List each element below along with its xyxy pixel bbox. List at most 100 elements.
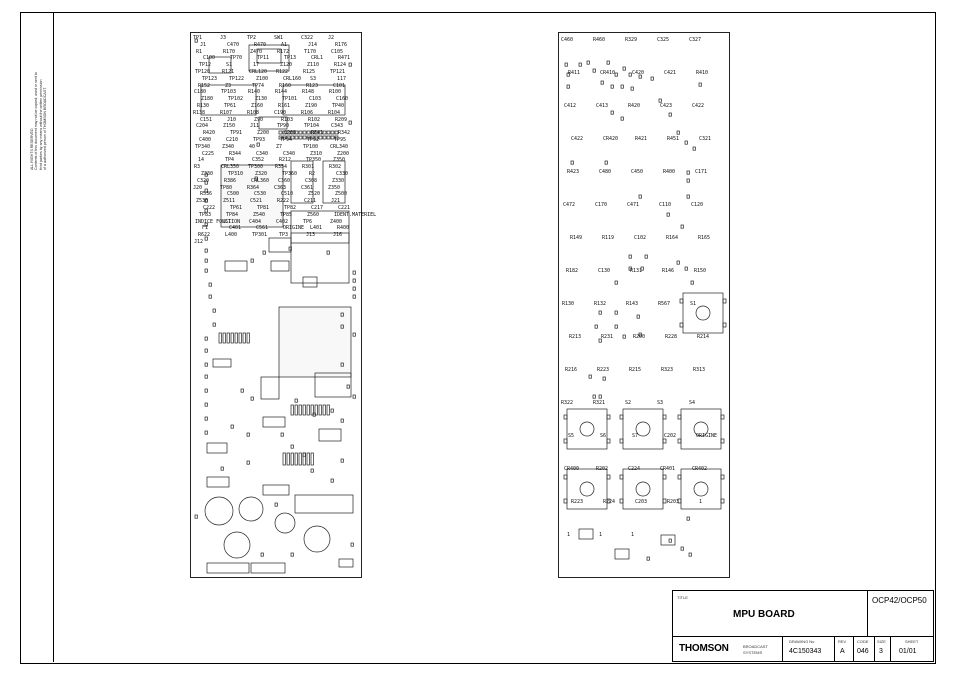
component-pad [204, 236, 208, 241]
component-pad [246, 460, 250, 465]
component-pad [204, 198, 208, 203]
component-pad [204, 258, 208, 263]
connector-j12 [338, 558, 354, 568]
component-designator: C471 [627, 202, 640, 208]
component-pad [638, 332, 642, 337]
ic-z500 [206, 442, 228, 454]
component-designator: TP13 [284, 55, 297, 62]
component-designator: R322 [561, 400, 574, 406]
component-pad [250, 258, 254, 263]
pushbutton-s4-tab [677, 438, 682, 444]
connector-j16 [250, 562, 286, 574]
component-designator: C450 [631, 169, 644, 175]
component-designator: R622 [198, 232, 211, 239]
component-designator: J16 [333, 232, 343, 239]
component-designator: J20 [193, 184, 203, 191]
component-pad [600, 80, 604, 85]
resistor-array-element [298, 452, 302, 466]
component-designator: C190 [274, 109, 287, 116]
rev-value: A [840, 648, 845, 655]
connector-j14 [258, 116, 288, 130]
component-designator: TP123 [202, 75, 218, 82]
header-pin [278, 130, 283, 135]
component-designator: C400 [199, 137, 212, 143]
component-designator: R131 [630, 268, 643, 274]
pushbutton-s7-knob [693, 481, 709, 497]
component-pad [204, 268, 208, 273]
component-pad [340, 324, 344, 329]
component-designator: R301 [302, 164, 315, 171]
ic-z530 [262, 416, 286, 428]
component-designator: TP100 [303, 143, 319, 150]
component-designator: TP74 [252, 82, 265, 89]
component-designator: C521 [250, 198, 263, 205]
pushbutton-s3-tab [662, 438, 667, 444]
component-pad [564, 62, 568, 67]
header-pin [306, 130, 311, 135]
component-designator: Z520 [308, 191, 321, 198]
component-designator: R121 [222, 69, 235, 75]
component-designator: T170 [304, 48, 317, 55]
component-designator: J1 [200, 41, 207, 48]
component-pad [312, 412, 316, 417]
size-value: 3 [879, 648, 883, 655]
component-pad [566, 72, 570, 77]
component-designator: Z340 [222, 143, 235, 150]
component-designator: C422 [571, 136, 584, 142]
component-designator: R420 [628, 103, 641, 109]
component-designator: R222 [277, 198, 290, 205]
component-designator: C360 [278, 177, 291, 184]
resistor-array-element [222, 332, 226, 344]
component-designator: CRL350 [221, 164, 240, 171]
component-pad [204, 336, 208, 341]
component-designator: TP102 [228, 96, 244, 103]
resistor-array-element [242, 332, 246, 344]
component-designator: R161 [278, 103, 291, 109]
component-pad [622, 66, 626, 71]
component-designator: J13 [306, 232, 316, 239]
component-designator: 40 [249, 143, 256, 150]
component-pad [650, 76, 654, 81]
component-pad [260, 552, 264, 557]
component-pad [194, 38, 198, 43]
pushbutton-s3-tab [619, 438, 624, 444]
component-designator: R146 [662, 268, 675, 274]
component-pad [204, 348, 208, 353]
transistor-cr401 [614, 548, 630, 560]
header-pin [278, 135, 283, 140]
component-designator: R138 [193, 109, 206, 116]
component-designator: R3 [194, 164, 201, 171]
component-designator: R410 [696, 70, 709, 76]
component-pad [610, 84, 614, 89]
component-designator: C110 [659, 202, 672, 208]
component-designator: Z160 [251, 103, 264, 109]
component-pad [220, 466, 224, 471]
inductor-l400 [303, 525, 331, 553]
header-pin [282, 130, 287, 135]
component-designator: TP93 [253, 137, 266, 143]
component-pad [326, 250, 330, 255]
component-designator: R148 [302, 89, 315, 96]
pushbutton-s1-tab [722, 298, 727, 304]
component-designator: C160 [336, 96, 349, 103]
component-pad [352, 332, 356, 337]
component-pad [614, 324, 618, 329]
header-pin [314, 135, 319, 140]
component-designator: C308 [305, 177, 318, 184]
component-designator: TP122 [229, 75, 245, 82]
component-pad [204, 362, 208, 367]
pushbutton-s1-tab [679, 322, 684, 328]
pushbutton-s6-tab [662, 474, 667, 480]
component-pad [684, 140, 688, 145]
resistor-array-element [218, 332, 222, 344]
pushbutton-s6-knob [635, 481, 651, 497]
component-designator: R364 [247, 184, 260, 191]
component-designator: C340 [283, 150, 296, 157]
component-designator: C100 [203, 55, 216, 62]
component-designator: R354 [275, 164, 288, 171]
header-pin [322, 135, 327, 140]
resistor-array-element [246, 332, 250, 344]
component-designator: Z330 [332, 177, 345, 184]
component-designator: R123 [306, 82, 319, 89]
